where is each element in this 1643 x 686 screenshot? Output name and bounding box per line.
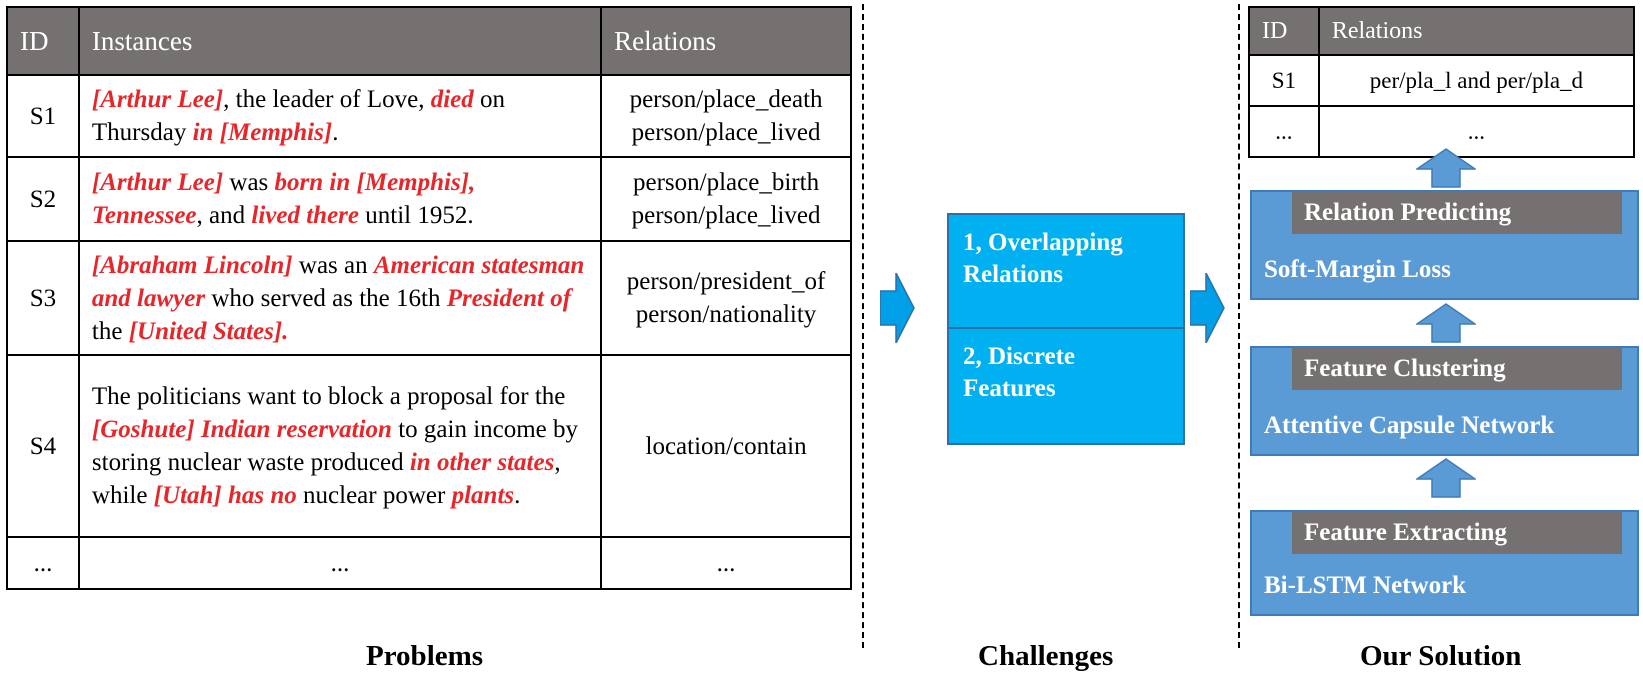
highlighted-entity: plants <box>451 482 515 509</box>
row-instance: [Arthur Lee], the leader of Love, died o… <box>77 74 603 158</box>
row-instance: [Arthur Lee] was born in [Memphis], Tenn… <box>77 156 603 242</box>
row-instance: ... <box>77 536 603 590</box>
instance-text: until 1952. <box>359 202 474 229</box>
instance-text: . <box>332 119 339 146</box>
row-relations: person/place_death person/place_lived <box>600 74 852 158</box>
highlighted-entity: American statesman and lawyer <box>91 251 585 312</box>
layer-feature-clustering: Feature Clustering Attentive Capsule Net… <box>1250 346 1639 456</box>
table-row: S3 [Abraham Lincoln] was an American sta… <box>6 240 852 356</box>
header-instances: Instances <box>77 6 603 76</box>
highlighted-entity: in [Memphis] <box>192 119 333 146</box>
relation-label: person/place_death <box>629 86 823 113</box>
table-row: S1 per/pla_l and per/pla_d <box>1248 54 1636 107</box>
instance-text: who served as the 16th <box>205 284 447 312</box>
instance-text: The politicians want to block a proposal… <box>91 383 566 410</box>
layer-title: Feature Extracting <box>1292 512 1622 554</box>
divider-left <box>862 4 864 648</box>
layer-subtitle: Attentive Capsule Network <box>1264 412 1555 439</box>
table-row: ... ... ... <box>6 536 852 590</box>
challenge-discrete-features: 2, Discrete Features <box>947 327 1185 445</box>
row-instance: [Abraham Lincoln] was an American states… <box>77 240 603 356</box>
relation-label: person/nationality <box>635 301 817 328</box>
layer-subtitle: Bi-LSTM Network <box>1264 572 1467 599</box>
problems-header-row: ID Instances Relations <box>6 6 852 76</box>
highlighted-entity: [Arthur Lee] <box>91 86 224 113</box>
section-label-challenges: Challenges <box>978 640 1114 672</box>
table-row: S4 The politicians want to block a propo… <box>6 354 852 538</box>
table-row: ... ... <box>1248 105 1636 158</box>
highlighted-entity: born in [Memphis], Tennessee <box>91 169 476 229</box>
arrow-up-icon <box>1416 458 1476 498</box>
highlighted-entity: President of <box>446 284 572 312</box>
highlighted-entity: [United States]. <box>128 317 289 345</box>
challenge-overlapping-relations: 1, Overlapping Relations <box>947 213 1185 331</box>
row-id: S1 <box>1248 54 1320 107</box>
relation-label: person/place_birth <box>633 169 820 196</box>
row-relations: person/place_birth person/place_lived <box>600 156 852 242</box>
row-relations: per/pla_l and per/pla_d <box>1317 54 1636 107</box>
header-relations: Relations <box>600 6 852 76</box>
instance-text: , while <box>91 449 561 509</box>
highlighted-entity: [Goshute] Indian reservation <box>91 416 392 443</box>
layer-title: Feature Clustering <box>1292 348 1622 390</box>
highlighted-entity: lived there <box>251 202 360 229</box>
row-id: S3 <box>6 240 80 356</box>
highlighted-entity: in other states <box>409 449 555 476</box>
header-id: ID <box>6 6 80 76</box>
row-relations: ... <box>1317 105 1636 158</box>
highlighted-entity: died <box>430 86 474 113</box>
table-row: S1 [Arthur Lee], the leader of Love, die… <box>6 74 852 158</box>
relation-label: person/place_lived <box>631 119 821 146</box>
relation-label: location/contain <box>645 432 807 460</box>
problems-table: ID Instances Relations S1 [Arthur Lee], … <box>6 6 852 590</box>
instance-text: was <box>223 169 275 196</box>
layer-feature-extracting: Feature Extracting Bi-LSTM Network <box>1250 510 1639 616</box>
header-id: ID <box>1248 6 1320 56</box>
row-id: ... <box>1248 105 1320 158</box>
instance-text: on Thursday <box>91 86 505 146</box>
row-id: S2 <box>6 156 80 242</box>
divider-right <box>1238 4 1240 648</box>
row-relations: person/president_of person/nationality <box>600 240 852 356</box>
header-relations: Relations <box>1317 6 1636 56</box>
highlighted-entity: [Utah] has no <box>153 482 297 509</box>
instance-text: . <box>514 482 521 509</box>
row-relations: location/contain <box>600 354 852 538</box>
instance-text: to gain income by storing nuclear waste … <box>91 416 579 476</box>
row-id: S1 <box>6 74 80 158</box>
highlighted-entity: [Arthur Lee] <box>91 169 224 196</box>
arrow-up-icon <box>1416 303 1476 343</box>
layer-title: Relation Predicting <box>1292 192 1622 234</box>
instance-text: , the leader of Love, <box>223 86 431 113</box>
arrow-right-icon <box>1190 273 1225 343</box>
section-label-solution: Our Solution <box>1360 640 1522 672</box>
arrow-right-icon <box>880 273 915 343</box>
row-relations: ... <box>600 536 852 590</box>
layer-relation-predicting: Relation Predicting Soft-Margin Loss <box>1250 190 1639 300</box>
highlighted-entity: [Abraham Lincoln] <box>91 251 293 279</box>
relation-label: ... <box>716 549 736 577</box>
instance-text: was an <box>292 251 374 279</box>
arrow-up-icon <box>1416 148 1476 188</box>
instance-text: nuclear power <box>296 482 452 509</box>
layer-subtitle: Soft-Margin Loss <box>1264 256 1451 283</box>
section-label-problems: Problems <box>366 640 484 672</box>
instance-text: , and <box>196 202 252 229</box>
instance-text: the <box>91 317 129 345</box>
table-row: S2 [Arthur Lee] was born in [Memphis], T… <box>6 156 852 242</box>
row-id: ... <box>6 536 80 590</box>
relation-label: person/president_of <box>626 268 826 295</box>
solution-table: ID Relations S1 per/pla_l and per/pla_d … <box>1248 6 1636 158</box>
relation-label: person/place_lived <box>631 202 821 229</box>
instance-text: ... <box>330 549 350 577</box>
solution-header-row: ID Relations <box>1248 6 1636 56</box>
row-id: S4 <box>6 354 80 538</box>
row-instance: The politicians want to block a proposal… <box>77 354 603 538</box>
